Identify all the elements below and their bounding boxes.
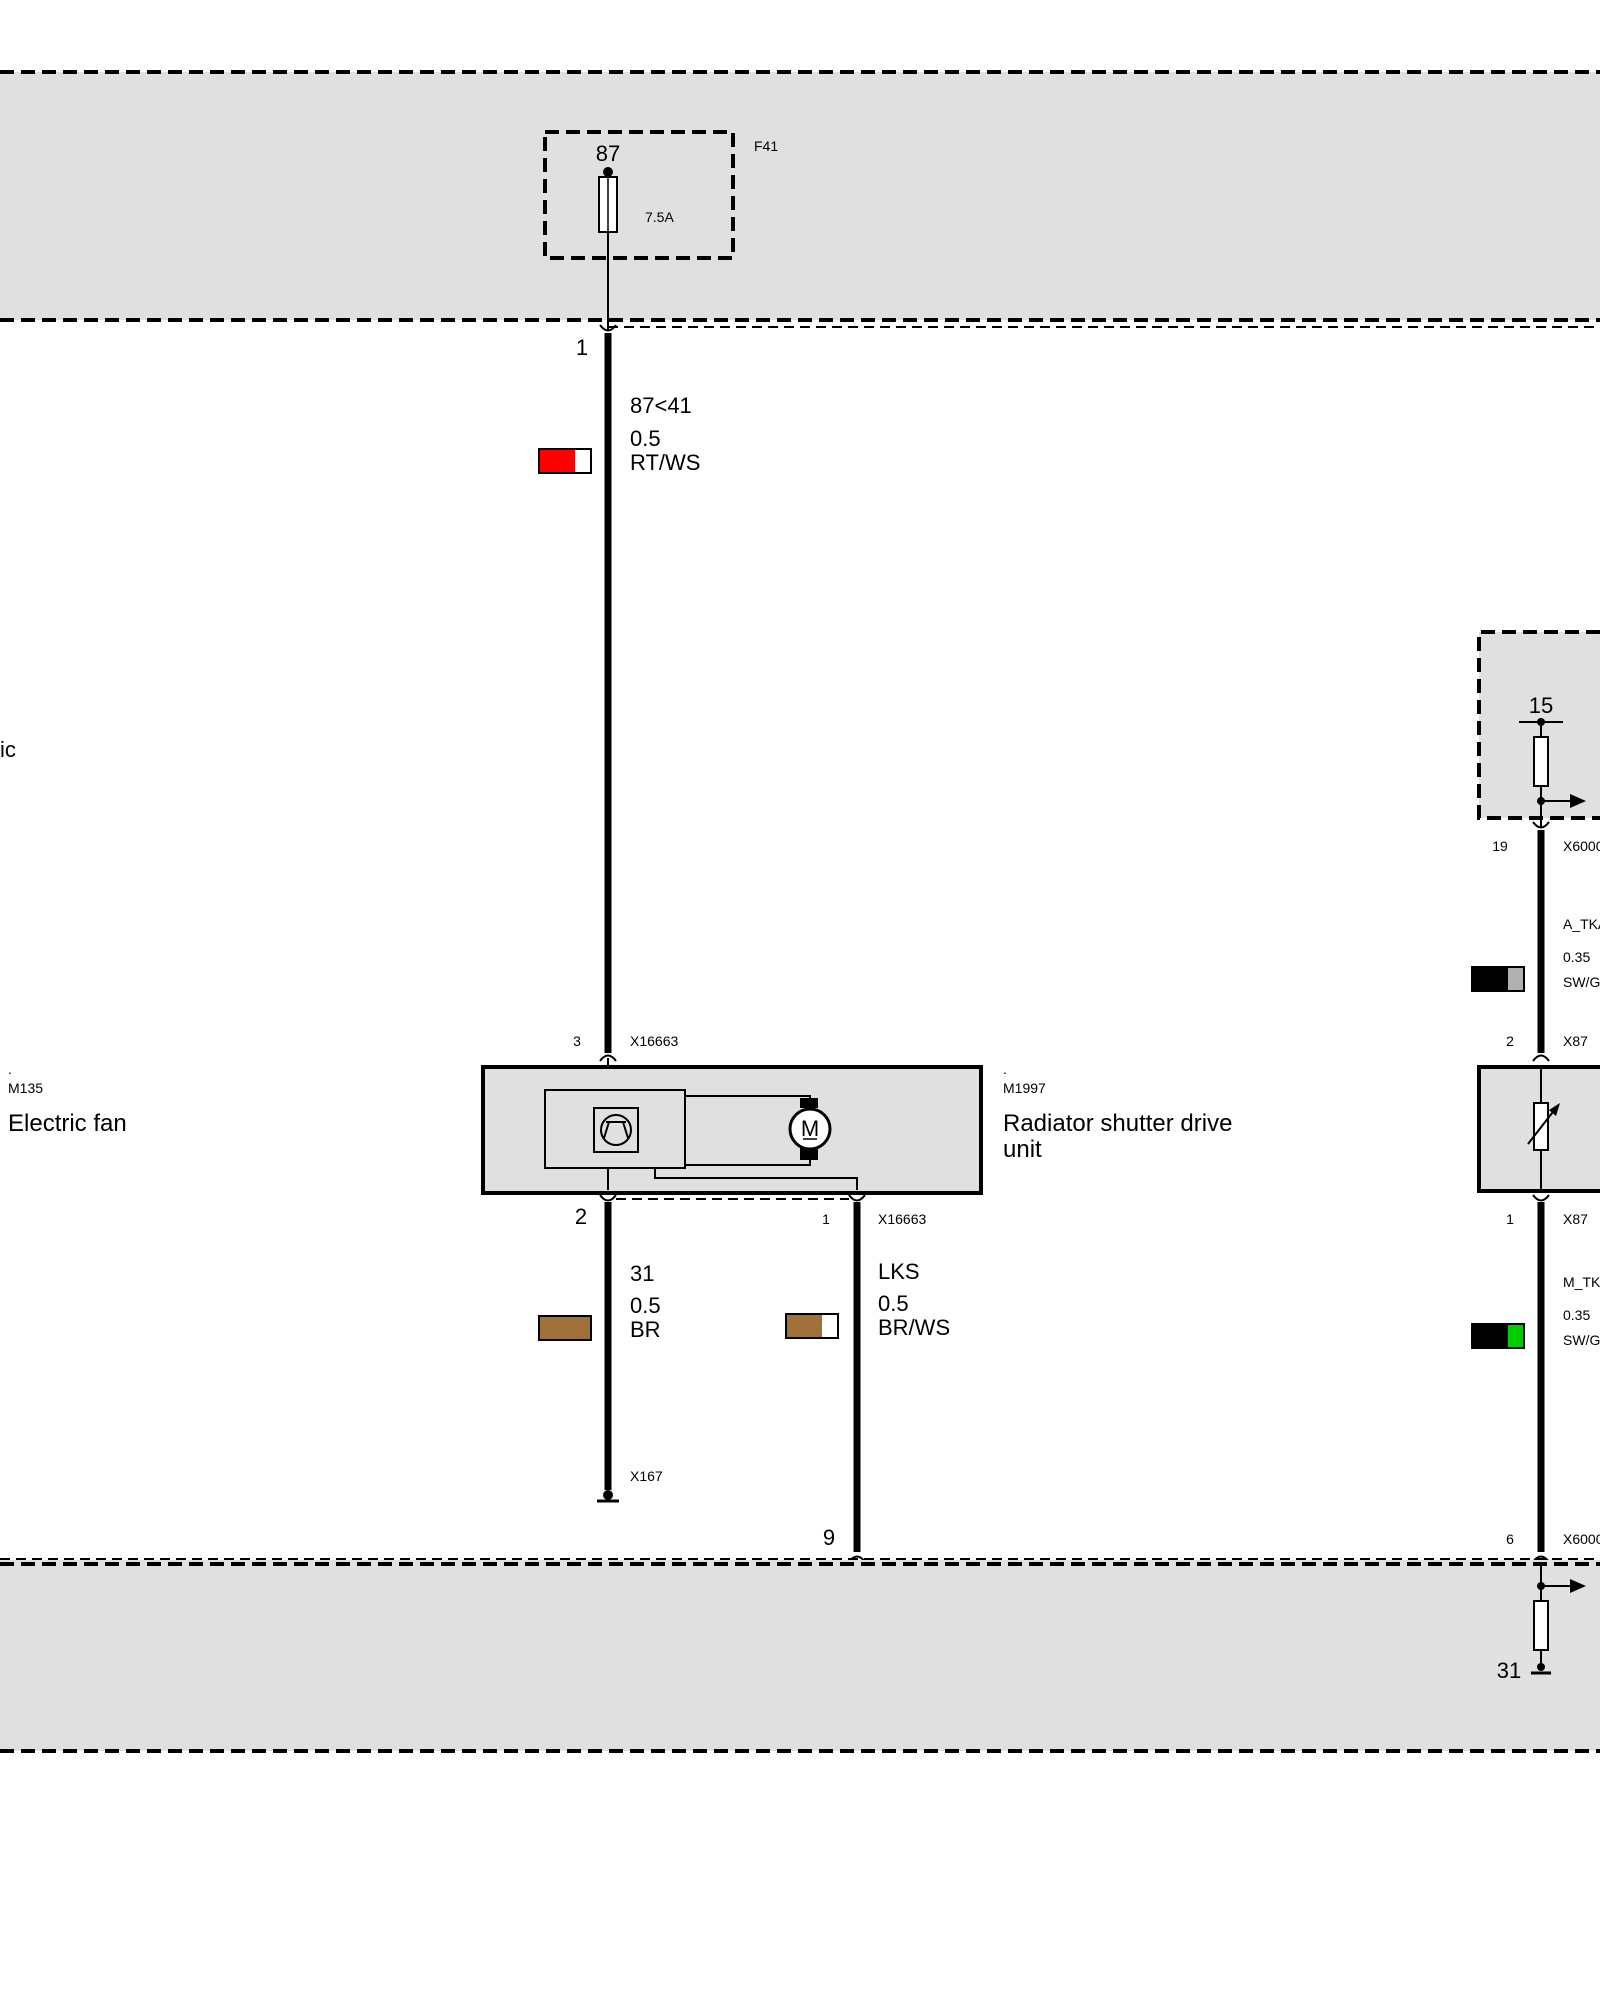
transistor-icon bbox=[593, 1107, 639, 1153]
pullup-resistor-icon bbox=[1533, 736, 1549, 787]
lks-swatch-outline bbox=[785, 1313, 839, 1339]
motor-icon bbox=[788, 1107, 832, 1151]
lks-pin-label: 1 bbox=[822, 1211, 830, 1227]
transistor-collector bbox=[622, 1121, 629, 1139]
ground-cross-section: 0.5 bbox=[630, 1293, 661, 1318]
transistor-emitter bbox=[603, 1121, 610, 1139]
left-module-name: Electric fan bbox=[8, 1110, 127, 1137]
lks-color-swatch bbox=[785, 1313, 839, 1339]
lks-bottom-pin-label: 9 bbox=[823, 1525, 835, 1550]
drive-unit-id: M1997 bbox=[1003, 1080, 1046, 1096]
right-connector-out: X87 bbox=[1563, 1211, 1588, 1227]
motor-label: M bbox=[801, 1116, 819, 1141]
right-color-top: SW/GR bbox=[1563, 974, 1600, 990]
drive-unit-pin-in: 3 bbox=[573, 1033, 581, 1049]
fuse-box-f41 bbox=[543, 130, 735, 260]
right-color-bottom: SW/GN bbox=[1563, 1332, 1600, 1348]
lks-signal-label: LKS bbox=[878, 1259, 920, 1284]
right-ground-dot bbox=[1537, 1663, 1545, 1671]
arrow-right-icon bbox=[1570, 794, 1586, 808]
right-top-swatch-stripe bbox=[1508, 967, 1524, 991]
drive-unit-dot: . bbox=[1003, 1061, 1007, 1077]
transistor-body bbox=[600, 1114, 632, 1146]
feed-color-code: RT/WS bbox=[630, 450, 700, 475]
right-top-swatch-outline bbox=[1471, 966, 1525, 992]
fuse-terminal-label: 87 bbox=[596, 141, 620, 166]
lks-swatch-stripe bbox=[822, 1314, 838, 1338]
right-cs-bottom: 0.35 bbox=[1563, 1307, 1590, 1323]
right-connector-in: X87 bbox=[1563, 1033, 1588, 1049]
drive-unit-connector-in: X16663 bbox=[630, 1033, 678, 1049]
thermistor-arrow bbox=[1527, 1107, 1557, 1145]
left-module-dot: . bbox=[8, 1061, 12, 1077]
right-signal-top: A_TKA bbox=[1563, 916, 1600, 932]
pulldown-resistor-icon bbox=[1533, 1600, 1549, 1651]
connector-hook-icon bbox=[1532, 1194, 1550, 1202]
feed-pin-label: 1 bbox=[576, 335, 588, 360]
motor-terminal-top bbox=[800, 1098, 818, 1108]
motor-terminal-bottom bbox=[800, 1148, 818, 1160]
ground-swatch-primary bbox=[538, 1315, 592, 1341]
drive-unit-controller bbox=[544, 1089, 686, 1169]
thermistor-arrowhead bbox=[1549, 1103, 1560, 1116]
right-control-unit-border bbox=[1477, 630, 1600, 820]
ground-color-swatch bbox=[538, 1315, 592, 1341]
ground-connector-id: X167 bbox=[630, 1468, 663, 1484]
left-module-cut-label: ic bbox=[0, 737, 16, 762]
bottom-control-unit-area bbox=[0, 1560, 1600, 1751]
ground-signal-label: 31 bbox=[630, 1261, 654, 1286]
connector-hook-icon bbox=[1532, 821, 1550, 829]
connector-hook-icon bbox=[1532, 1054, 1550, 1062]
drive-unit-box bbox=[481, 1065, 983, 1195]
fuse-rating: 7.5A bbox=[645, 209, 674, 225]
temp-sensor-border bbox=[1477, 1065, 1600, 1193]
lks-cross-section: 0.5 bbox=[878, 1291, 909, 1316]
right-connector-bottom: X6000 bbox=[1563, 1531, 1600, 1547]
lks-internal-lead bbox=[654, 1168, 858, 1190]
drive-unit-name-line2: unit bbox=[1003, 1136, 1042, 1163]
right-bottom-swatch-primary bbox=[1472, 1324, 1508, 1348]
top-control-unit-area bbox=[0, 72, 1600, 320]
right-top-swatch-primary bbox=[1472, 967, 1508, 991]
feed-swatch-primary bbox=[539, 449, 575, 473]
feed-swatch-outline bbox=[538, 448, 592, 474]
connector-hook-icon bbox=[599, 324, 617, 332]
lks-swatch-primary bbox=[786, 1314, 822, 1338]
ground-pin-label: 2 bbox=[575, 1204, 587, 1229]
feed-color-swatch bbox=[538, 448, 592, 474]
right-terminal-bottom: 31 bbox=[1497, 1658, 1521, 1683]
connector-hook-icon bbox=[599, 1194, 617, 1202]
arrow-right-icon bbox=[1570, 1579, 1586, 1593]
lks-color-code: BR/WS bbox=[878, 1315, 950, 1340]
feed-swatch-stripe bbox=[575, 449, 591, 473]
feed-cross-section: 0.5 bbox=[630, 426, 661, 451]
right-pin-top: 19 bbox=[1492, 838, 1508, 854]
connector-hook-icon bbox=[848, 1194, 866, 1202]
ground-point-icon bbox=[603, 1490, 613, 1500]
right-signal-bottom: M_TKA bbox=[1563, 1274, 1600, 1290]
ground-color-code: BR bbox=[630, 1317, 661, 1342]
right-bottom-color-swatch bbox=[1471, 1323, 1525, 1349]
left-module-id: M135 bbox=[8, 1080, 43, 1096]
right-bottom-swatch-stripe bbox=[1508, 1324, 1524, 1348]
feed-signal-label: 87<41 bbox=[630, 393, 692, 418]
right-pin-in: 2 bbox=[1506, 1033, 1514, 1049]
right-pin-bottom: 6 bbox=[1506, 1531, 1514, 1547]
right-cs-top: 0.35 bbox=[1563, 949, 1590, 965]
right-bottom-swatch-outline bbox=[1471, 1323, 1525, 1349]
lks-connector-id: X16663 bbox=[878, 1211, 926, 1227]
right-top-color-swatch bbox=[1471, 966, 1525, 992]
right-pin-out: 1 bbox=[1506, 1211, 1514, 1227]
right-terminal-top: 15 bbox=[1529, 693, 1553, 718]
connector-hook-icon bbox=[599, 1054, 617, 1062]
drive-unit-name-line1: Radiator shutter drive bbox=[1003, 1110, 1232, 1137]
right-connector-top: X6000 bbox=[1563, 838, 1600, 854]
fuse-id: F41 bbox=[754, 138, 778, 154]
